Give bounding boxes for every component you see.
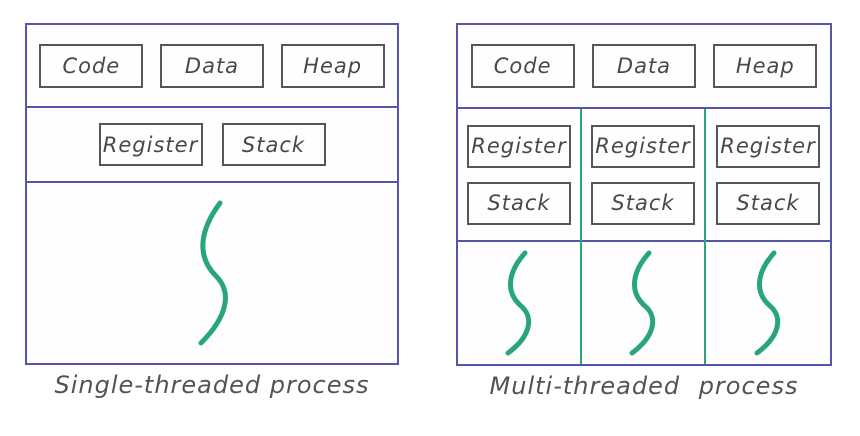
register-box: Register xyxy=(467,124,571,168)
thread-context-row: Register Stack xyxy=(27,108,397,183)
thread-squiggle-icon xyxy=(505,250,532,356)
stack-box: Stack xyxy=(221,123,326,166)
thread-context: Register Stack xyxy=(706,109,830,242)
multi-threaded-process-box: Code Data Heap Register Stack Register xyxy=(456,23,832,366)
code-segment-box: Code xyxy=(39,43,144,88)
thread-squiggle-icon xyxy=(198,200,228,346)
thread-context: Register Stack xyxy=(582,109,704,242)
thread-column-3: Register Stack xyxy=(706,109,830,364)
data-segment-box: Data xyxy=(591,44,696,88)
stack-box: Stack xyxy=(716,181,820,225)
thread-squiggle-icon xyxy=(629,250,656,356)
threads-grid: Register Stack Register Stack xyxy=(458,109,830,364)
memory-segments-row: Code Data Heap xyxy=(27,25,397,108)
stack-box: Stack xyxy=(591,181,695,225)
data-segment-box: Data xyxy=(159,43,264,88)
memory-segments-row: Code Data Heap xyxy=(458,25,830,109)
thread-column-1: Register Stack xyxy=(458,109,582,364)
thread-area xyxy=(582,242,704,364)
single-threaded-process-box: Code Data Heap Register Stack xyxy=(25,23,399,365)
thread-area xyxy=(458,242,580,364)
thread-area xyxy=(706,242,830,364)
thread-squiggle-icon xyxy=(754,250,781,356)
single-threaded-caption: Single-threaded process xyxy=(54,371,370,399)
stack-box: Stack xyxy=(467,181,571,225)
heap-segment-box: Heap xyxy=(713,44,818,88)
thread-area xyxy=(27,183,397,363)
thread-column-2: Register Stack xyxy=(582,109,706,364)
heap-segment-box: Heap xyxy=(280,43,385,88)
multi-threaded-caption: Multi-threaded process xyxy=(489,372,799,400)
register-box: Register xyxy=(98,123,203,166)
thread-context: Register Stack xyxy=(458,109,580,242)
code-segment-box: Code xyxy=(470,44,575,88)
register-box: Register xyxy=(716,124,820,168)
register-box: Register xyxy=(591,124,695,168)
